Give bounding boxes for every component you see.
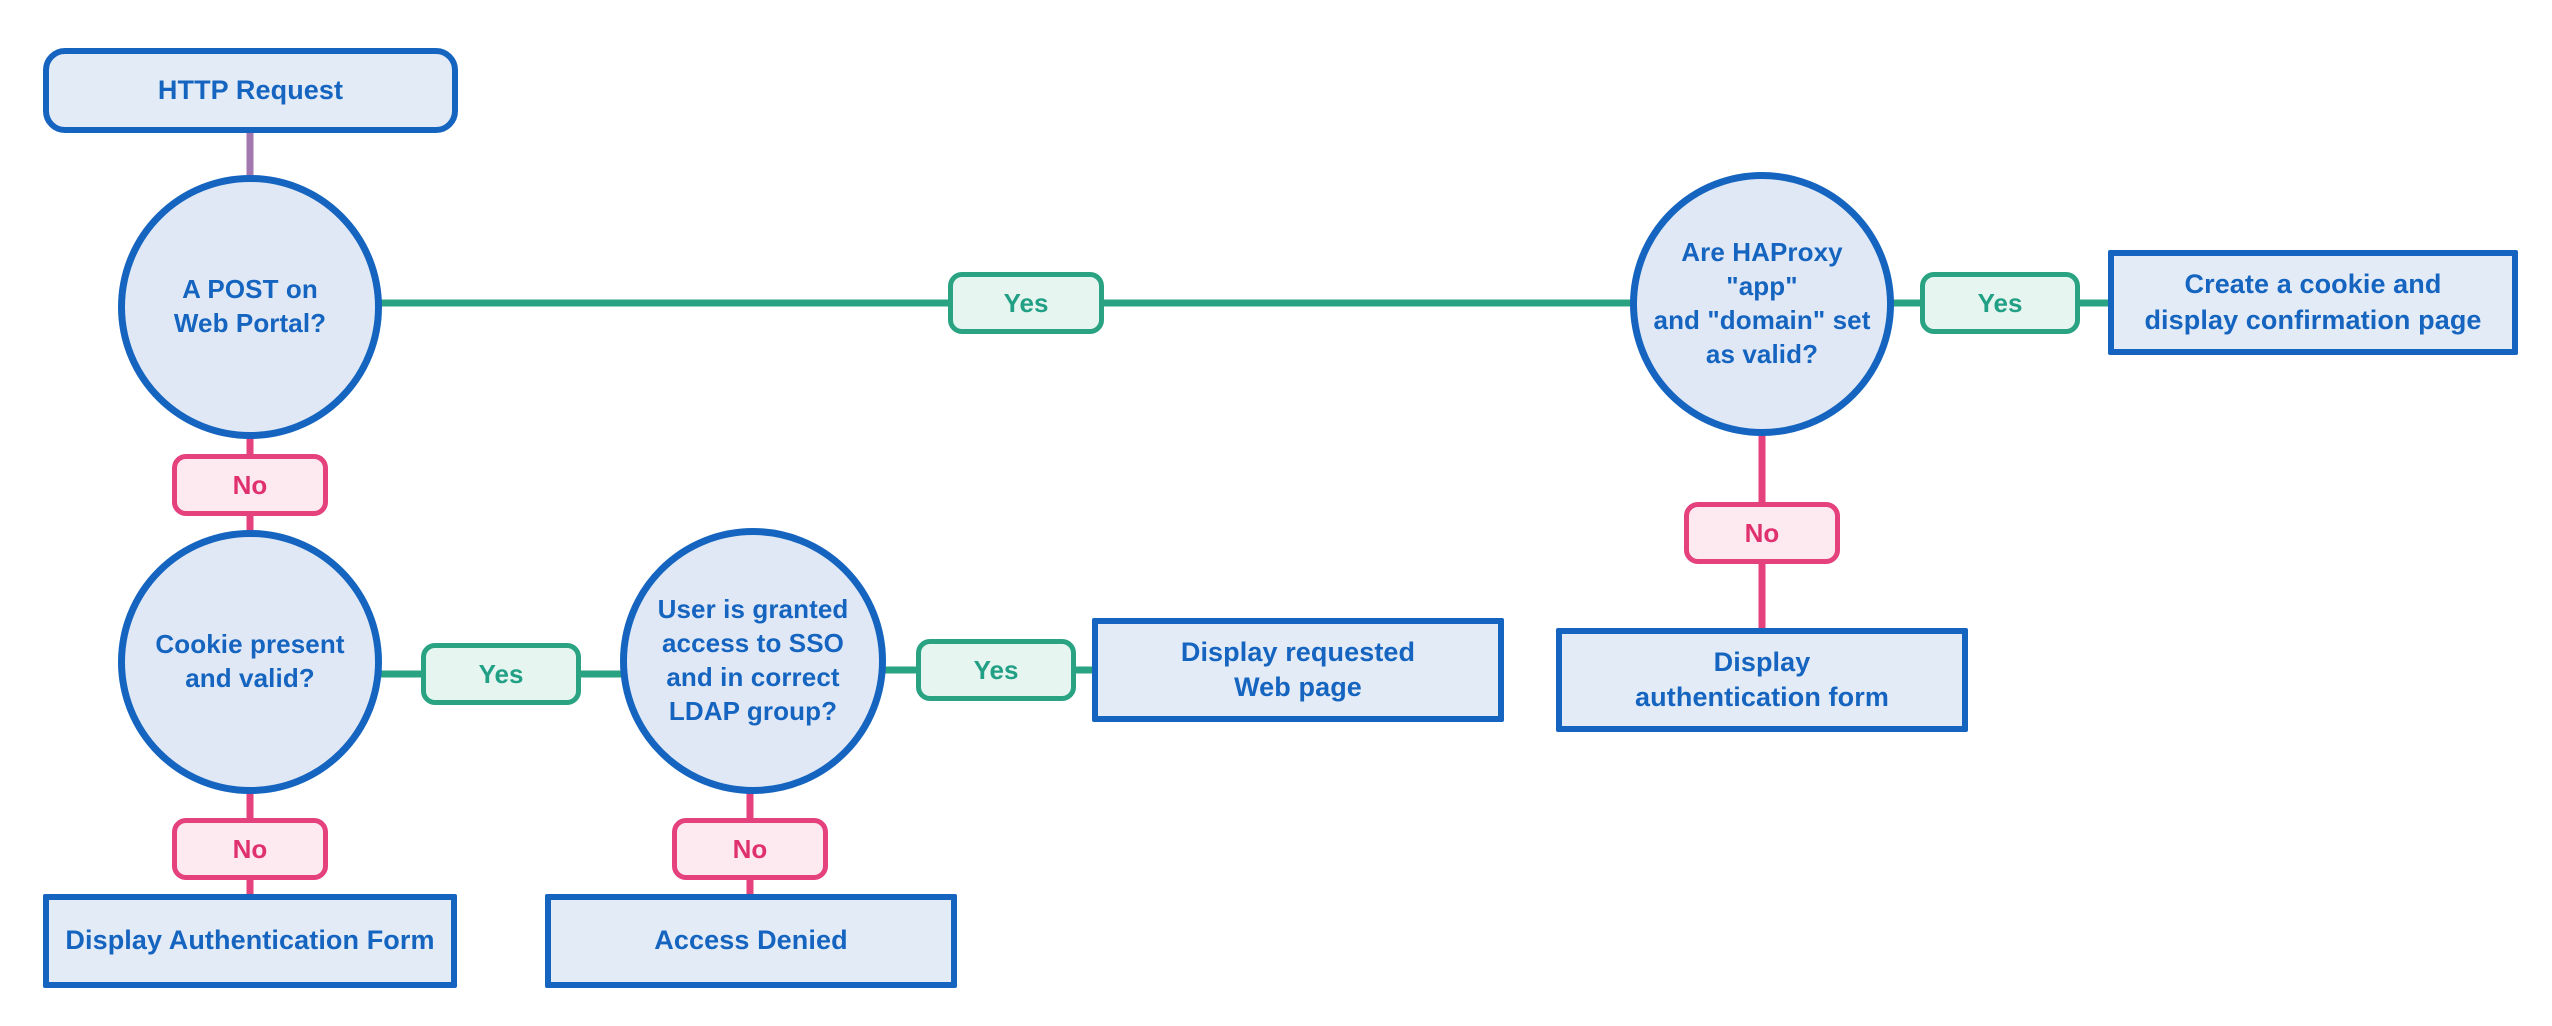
node-haproxy-app-domain-valid-label: Are HAProxy "app" and "domain" set as va… <box>1653 237 1871 369</box>
node-access-denied-label: Access Denied <box>654 925 848 956</box>
edge-label-sso-yes-text: Yes <box>973 654 1019 685</box>
node-cookie-present-valid[interactable]: Cookie present and valid? <box>118 530 382 794</box>
edge-label-haproxy-yes-text: Yes <box>1977 287 2023 318</box>
edge-label-haproxy-no-text: No <box>1744 517 1780 548</box>
node-http-request[interactable]: HTTP Request <box>43 48 458 133</box>
edge-label-sso-no-text: No <box>732 833 768 864</box>
edge-label-cookie-yes[interactable]: Yes <box>421 643 581 705</box>
node-create-cookie-label: Create a cookie and display confirmation… <box>2144 269 2482 335</box>
edge-label-haproxy-yes[interactable]: Yes <box>1920 272 2080 334</box>
edge-label-post-no-text: No <box>232 469 268 500</box>
node-http-request-label: HTTP Request <box>157 74 344 105</box>
node-display-authentication-form-bottom-label: Display Authentication Form <box>65 925 435 956</box>
edge-label-sso-yes[interactable]: Yes <box>916 639 1076 701</box>
edge-label-cookie-yes-text: Yes <box>478 658 524 689</box>
node-display-requested-web-page-label: Display requested Web page <box>1180 636 1416 702</box>
node-post-on-web-portal-label: A POST on Web Portal? <box>173 274 327 338</box>
edge-label-post-yes-text: Yes <box>1003 287 1049 318</box>
edge-label-sso-no[interactable]: No <box>672 818 828 880</box>
edge-label-cookie-no-text: No <box>232 833 268 864</box>
node-display-requested-web-page[interactable]: Display requested Web page <box>1092 618 1504 722</box>
edge-label-cookie-no[interactable]: No <box>172 818 328 880</box>
edge-label-post-no[interactable]: No <box>172 454 328 516</box>
node-cookie-present-valid-label: Cookie present and valid? <box>155 629 345 693</box>
node-display-authentication-form-right-label: Display authentication form <box>1635 646 1889 712</box>
node-display-authentication-form-right[interactable]: Display authentication form <box>1556 628 1968 732</box>
node-display-authentication-form-bottom[interactable]: Display Authentication Form <box>43 894 457 988</box>
node-post-on-web-portal[interactable]: A POST on Web Portal? <box>118 175 382 439</box>
node-create-cookie[interactable]: Create a cookie and display confirmation… <box>2108 250 2518 355</box>
edge-label-post-yes[interactable]: Yes <box>948 272 1104 334</box>
node-access-denied[interactable]: Access Denied <box>545 894 957 988</box>
node-user-granted-sso-label: User is granted access to SSO and in cor… <box>657 594 849 726</box>
edge-label-haproxy-no[interactable]: No <box>1684 502 1840 564</box>
node-haproxy-app-domain-valid[interactable]: Are HAProxy "app" and "domain" set as va… <box>1630 172 1894 436</box>
node-user-granted-sso[interactable]: User is granted access to SSO and in cor… <box>620 528 886 794</box>
